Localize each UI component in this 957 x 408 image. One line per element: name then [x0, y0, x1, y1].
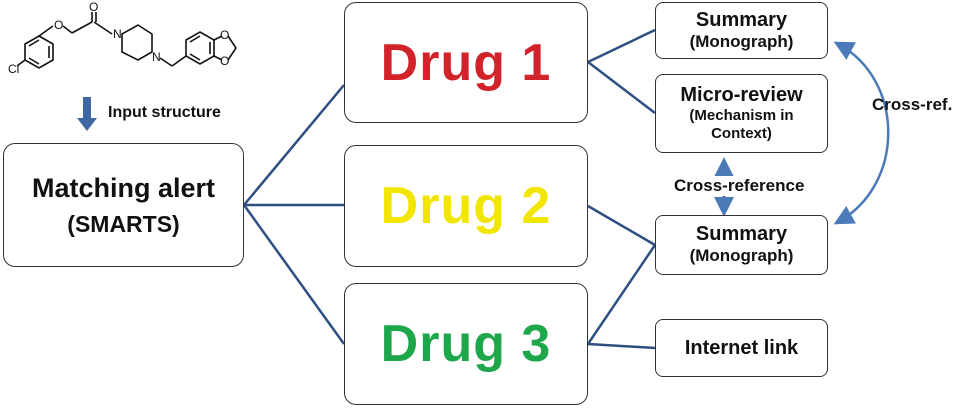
matching-alert-box: Matching alert (SMARTS) [3, 143, 244, 267]
cross-reference-label: Cross-reference [672, 176, 807, 196]
drug-2-label: Drug 2 [380, 177, 552, 235]
input-structure-label: Input structure [108, 104, 221, 121]
summary-bottom-title: Summary [695, 223, 788, 246]
micro-review-title: Micro-review [680, 84, 803, 106]
input-arrow [77, 97, 97, 131]
atom-label-o-dioxole-1: O [220, 28, 230, 42]
cross-ref-curve-arrow [833, 41, 890, 225]
atom-label-cl: Cl [8, 62, 20, 76]
atom-label-n2: N [152, 50, 161, 64]
micro-review-box: Micro-review (Mechanism in Context) [655, 74, 828, 153]
summary-monograph-top-box: Summary (Monograph) [655, 2, 828, 59]
line-drug3-summary [586, 244, 657, 345]
summary-bottom-subtitle: (Monograph) [689, 246, 794, 266]
internet-link-label: Internet link [684, 336, 799, 359]
cross-ref-label: Cross-ref. [872, 95, 953, 114]
matching-alert-subtitle: (SMARTS) [67, 210, 180, 237]
summary-monograph-bottom-box: Summary (Monograph) [655, 215, 828, 275]
drug-3-box: Drug 3 [344, 283, 588, 405]
drug-3-label: Drug 3 [380, 315, 552, 373]
line-drug1-microreview [587, 61, 656, 114]
atom-label-o-carbonyl: O [89, 0, 99, 14]
micro-review-line-1: (Mechanism in [689, 107, 794, 124]
line-match-drug1 [243, 84, 345, 206]
line-drug1-summary [587, 28, 656, 64]
molecule-structure [16, 12, 237, 69]
atom-label-o-dioxole-2: O [220, 54, 230, 68]
micro-review-line-2: Context) [711, 125, 772, 142]
line-match-drug3 [242, 204, 346, 345]
summary-top-title: Summary [695, 8, 788, 31]
drug-1-box: Drug 1 [344, 2, 588, 123]
line-drug3-internet [587, 342, 656, 350]
matching-alert-title: Matching alert [31, 173, 216, 204]
internet-link-box: Internet link [655, 319, 828, 377]
summary-top-subtitle: (Monograph) [689, 31, 794, 51]
line-drug2-summary [587, 204, 656, 247]
drug-1-label: Drug 1 [380, 33, 552, 92]
atom-label-n1: N [113, 27, 122, 41]
atom-label-o-ether: O [54, 18, 64, 32]
drug-2-box: Drug 2 [344, 145, 588, 267]
